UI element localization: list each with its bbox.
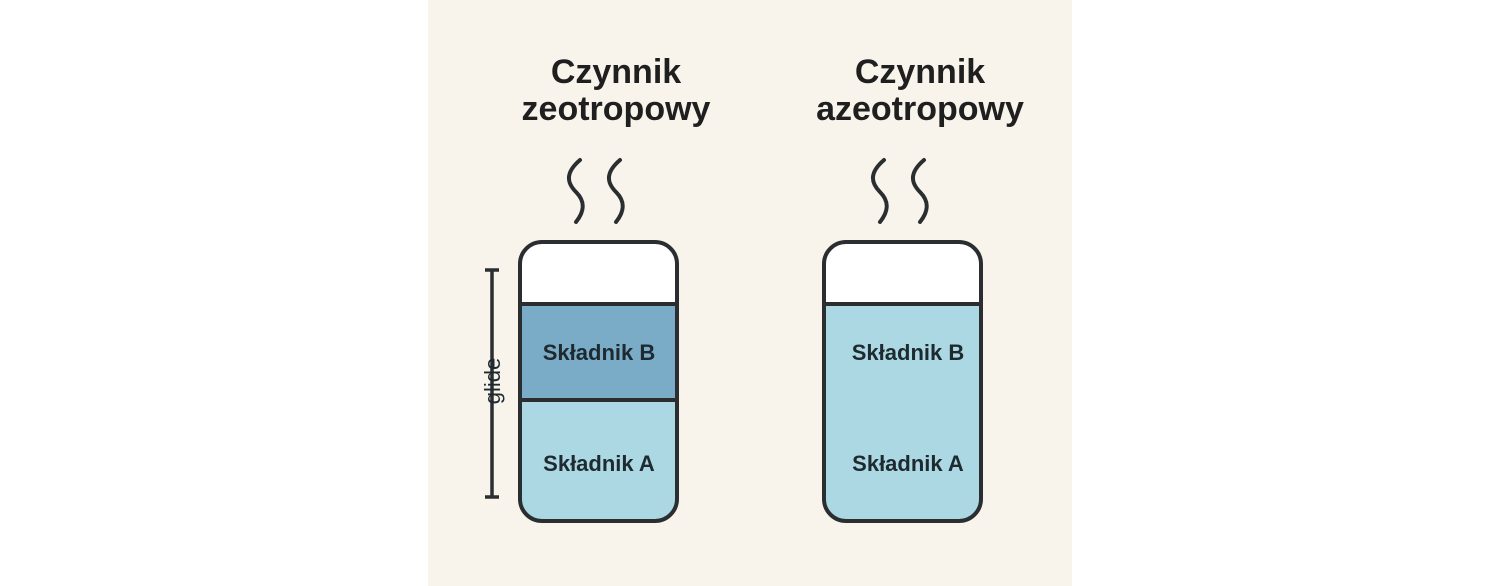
zeotropic-container <box>518 240 679 523</box>
zeotropic-layer-a <box>520 400 677 521</box>
zeotropic-title: Czynnik zeotropowy <box>521 53 711 128</box>
azeotropic-liquid <box>824 304 981 521</box>
glide-bracket <box>485 268 499 499</box>
glide-label: glide <box>480 357 506 405</box>
steam-wave-right-2 <box>911 158 929 224</box>
steam-wave-left-2 <box>607 158 625 224</box>
azeotropic-component-b-label: Składnik B <box>851 340 965 365</box>
steam-wave-left-1 <box>567 158 585 224</box>
zeotropic-component-b-label: Składnik B <box>542 340 656 365</box>
diagram-panel: Czynnik zeotropowy Czynnik azeotropowy <box>428 0 1072 586</box>
zeotropic-component-a-label: Składnik A <box>543 451 655 476</box>
azeotropic-component-a-label: Składnik A <box>852 451 964 476</box>
azeotropic-container <box>822 240 983 523</box>
azeotropic-title: Czynnik azeotropowy <box>816 53 1024 128</box>
zeotropic-layer-b <box>520 304 677 400</box>
steam-wave-right-1 <box>871 158 889 224</box>
diagram-art <box>485 158 983 523</box>
